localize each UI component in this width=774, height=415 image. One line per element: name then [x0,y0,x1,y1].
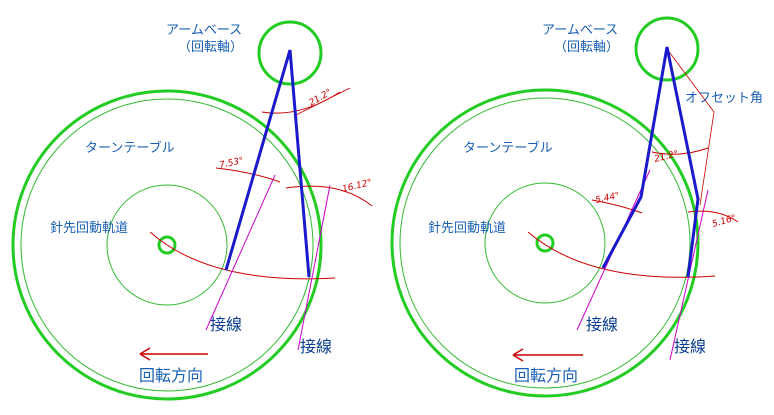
turntable-label: ターンテーブル [85,140,175,156]
angle-arc-outer [687,210,739,223]
tangent-inner-label: 接線 [586,315,618,334]
angle-arc-top [651,147,709,155]
tangent-outer-label: 接線 [300,337,332,356]
angle-inner-value: 7.53° [219,156,245,171]
needle-path-arc [527,231,716,278]
angle-arc-inner [591,199,643,214]
angle-outer-value: 5.16° [711,214,737,230]
angle-arc-inner [215,167,281,183]
turntable-outer-ring [390,88,700,398]
needle-path-label: 針先回動軌道 [428,220,506,236]
offset-reference-line-2 [699,111,715,206]
angle-inner-value: 5.44° [595,191,621,206]
rotation-label: 回転方向 [514,366,578,385]
offset-reference-line [666,48,715,113]
spindle [535,233,555,253]
tonearm-straight [224,49,311,278]
record-inner-circle [484,182,606,304]
needle-path-label: 針先回動軌道 [50,220,128,236]
turntable-inner-ring [399,97,691,389]
turntable-label: ターンテーブル [463,140,553,156]
record-inner-circle [106,184,228,306]
tangent-inner-label: 接線 [210,315,242,334]
tonearm-offset [601,46,700,278]
left-diagram: アームベース （回転軸） ターンテーブル 針先回動軌道 接線 接線 回転方向 2… [11,20,373,401]
angle-top-value: 21.2° [308,88,334,109]
arm-base-label: アームベース [542,23,618,38]
spindle [157,235,177,255]
rotation-label: 回転方向 [139,366,203,385]
arm-base-circle [634,16,700,82]
arm-base-circle [257,20,323,86]
tangent-outer-label: 接線 [674,337,706,356]
right-diagram: アームベース （回転軸） オフセット角 ターンテーブル 針先回動軌道 接線 接線… [390,16,763,398]
angle-arc-outer [285,185,373,207]
tangent-line-outer [297,184,331,351]
rotation-arrow [139,347,208,361]
pivot-label: （回転軸） [554,40,619,55]
turntable-inner-ring [20,98,314,392]
arm-base-label: アームベース [166,23,242,38]
angle-leader-top [295,87,351,116]
tangent-line-inner [205,174,276,331]
angle-outer-value: 16.12° [341,178,373,195]
offset-angle-label: オフセット角 [685,91,763,106]
pivot-label: （回転軸） [178,40,243,55]
rotation-arrow [512,348,583,362]
turntable-outer-ring [11,89,323,401]
